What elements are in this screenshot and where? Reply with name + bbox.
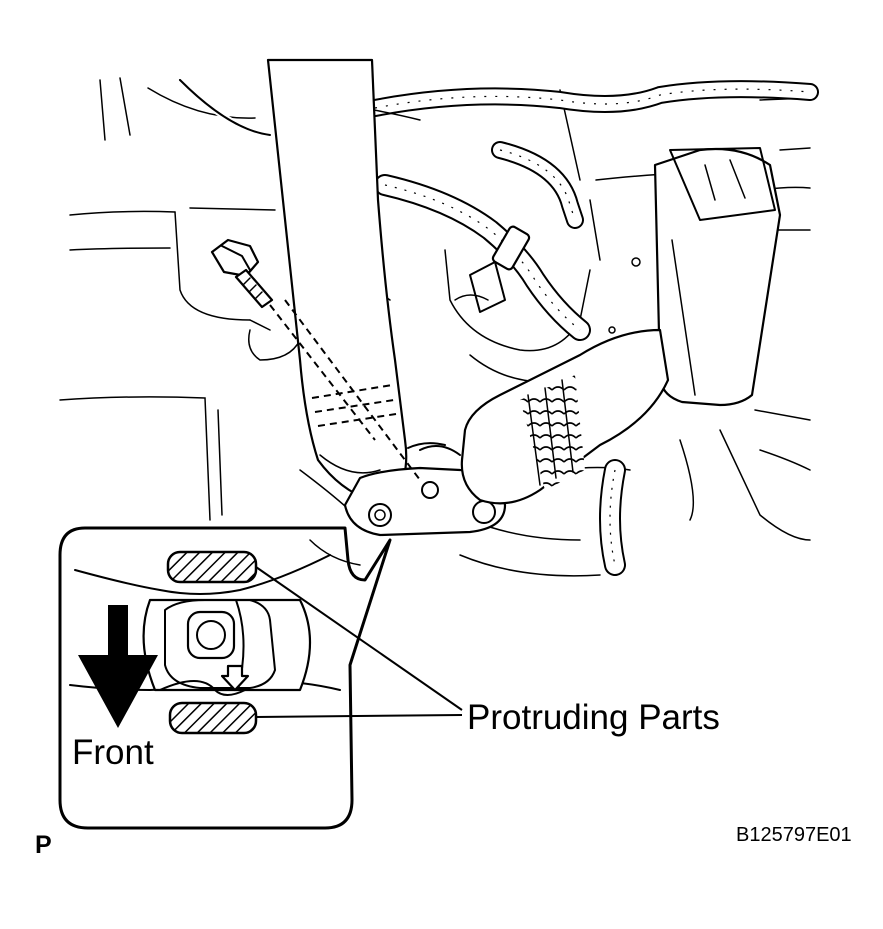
arrow-down-icon bbox=[78, 605, 158, 728]
protruding-part-upper bbox=[166, 550, 258, 584]
figure-code: B125797E01 bbox=[736, 824, 852, 846]
callout-leader-lines bbox=[255, 566, 463, 718]
detail-inset bbox=[58, 526, 392, 830]
anchor-plate bbox=[343, 442, 507, 537]
view-marker: P bbox=[35, 831, 52, 859]
wire-harness bbox=[177, 77, 819, 576]
bolt-icon bbox=[210, 238, 274, 309]
protruding-part-lower bbox=[168, 701, 258, 735]
seat-belt-webbing bbox=[266, 58, 421, 502]
front-label: Front bbox=[72, 733, 154, 772]
protruding-parts-label: Protruding Parts bbox=[467, 698, 720, 737]
seat-belt-buckle-icon bbox=[419, 147, 782, 505]
installation-guide-lines bbox=[269, 299, 421, 481]
